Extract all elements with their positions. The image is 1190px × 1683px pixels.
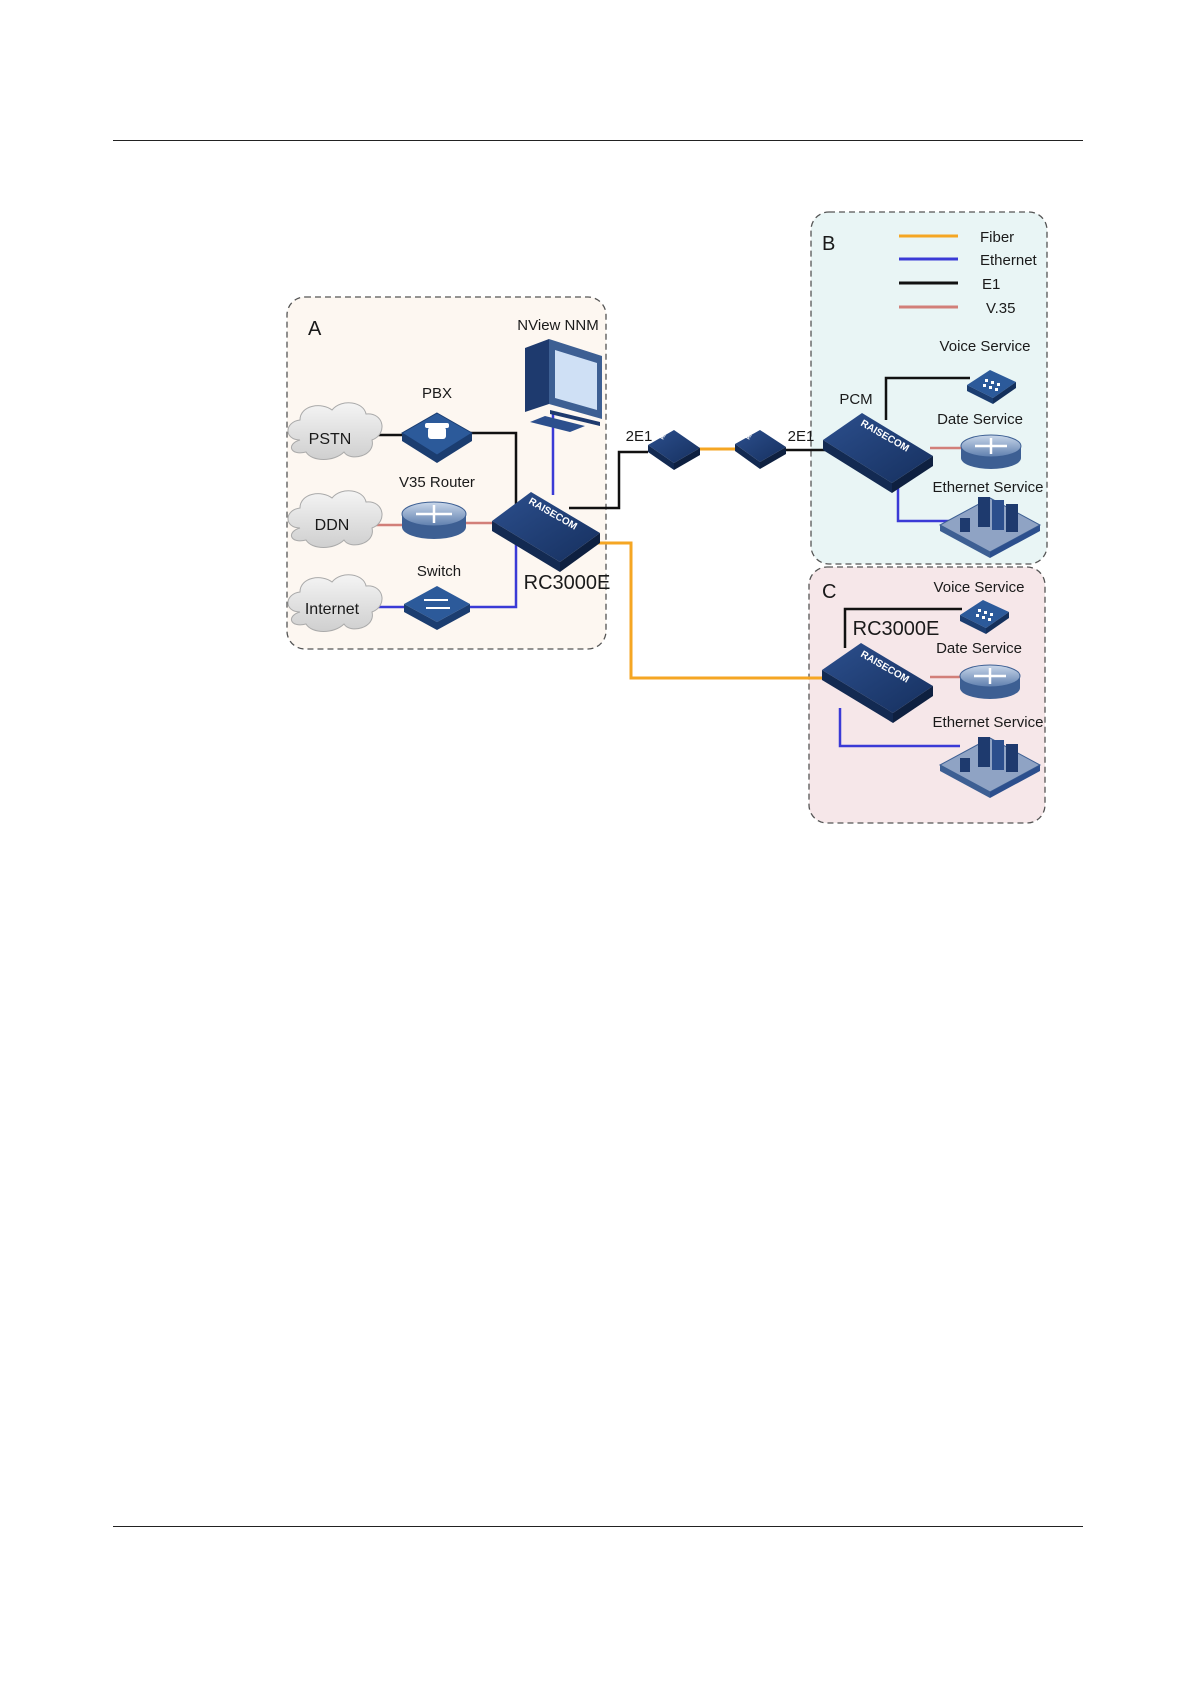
converter-right: RAISECOM: [735, 410, 786, 469]
voice-service-c-label: Voice Service: [934, 579, 1025, 596]
legend-e1-label: E1: [982, 276, 1000, 293]
phone-icon: [425, 423, 449, 439]
pstn-label: PSTN: [309, 431, 352, 448]
converter-left: RAISECOM: [648, 410, 700, 470]
switch-label: Switch: [417, 563, 461, 580]
zone-c-label: C: [822, 581, 836, 603]
ethernet-service-c-label: Ethernet Service: [933, 714, 1044, 731]
ethernet-service-b-label: Ethernet Service: [933, 479, 1044, 496]
voice-service-b-label: Voice Service: [940, 338, 1031, 355]
pbx-label: PBX: [422, 385, 452, 402]
v35-router-label: V35 Router: [399, 474, 475, 491]
legend-fiber-label: Fiber: [980, 229, 1014, 246]
router-device-b: [961, 435, 1021, 469]
legend-ethernet-label: Ethernet: [980, 252, 1038, 269]
zone-a-label: A: [308, 318, 322, 340]
router-device-c: [960, 665, 1020, 699]
data-service-b-label: Date Service: [937, 411, 1023, 428]
internet-label: Internet: [305, 601, 360, 618]
link-right-label: 2E1: [788, 428, 815, 445]
ddn-label: DDN: [315, 517, 350, 534]
link-fiber-a-to-c: [598, 543, 823, 678]
zone-b-label: B: [822, 233, 835, 255]
pcm-label: PCM: [839, 391, 872, 408]
rc3000e-a-label: RC3000E: [524, 572, 611, 594]
legend-v35-label: V.35: [986, 300, 1015, 317]
link-left-label: 2E1: [626, 428, 653, 445]
nms-label: NView NNM: [517, 317, 598, 334]
data-service-c-label: Date Service: [936, 640, 1022, 657]
rc3000e-c-label: RC3000E: [853, 618, 940, 640]
